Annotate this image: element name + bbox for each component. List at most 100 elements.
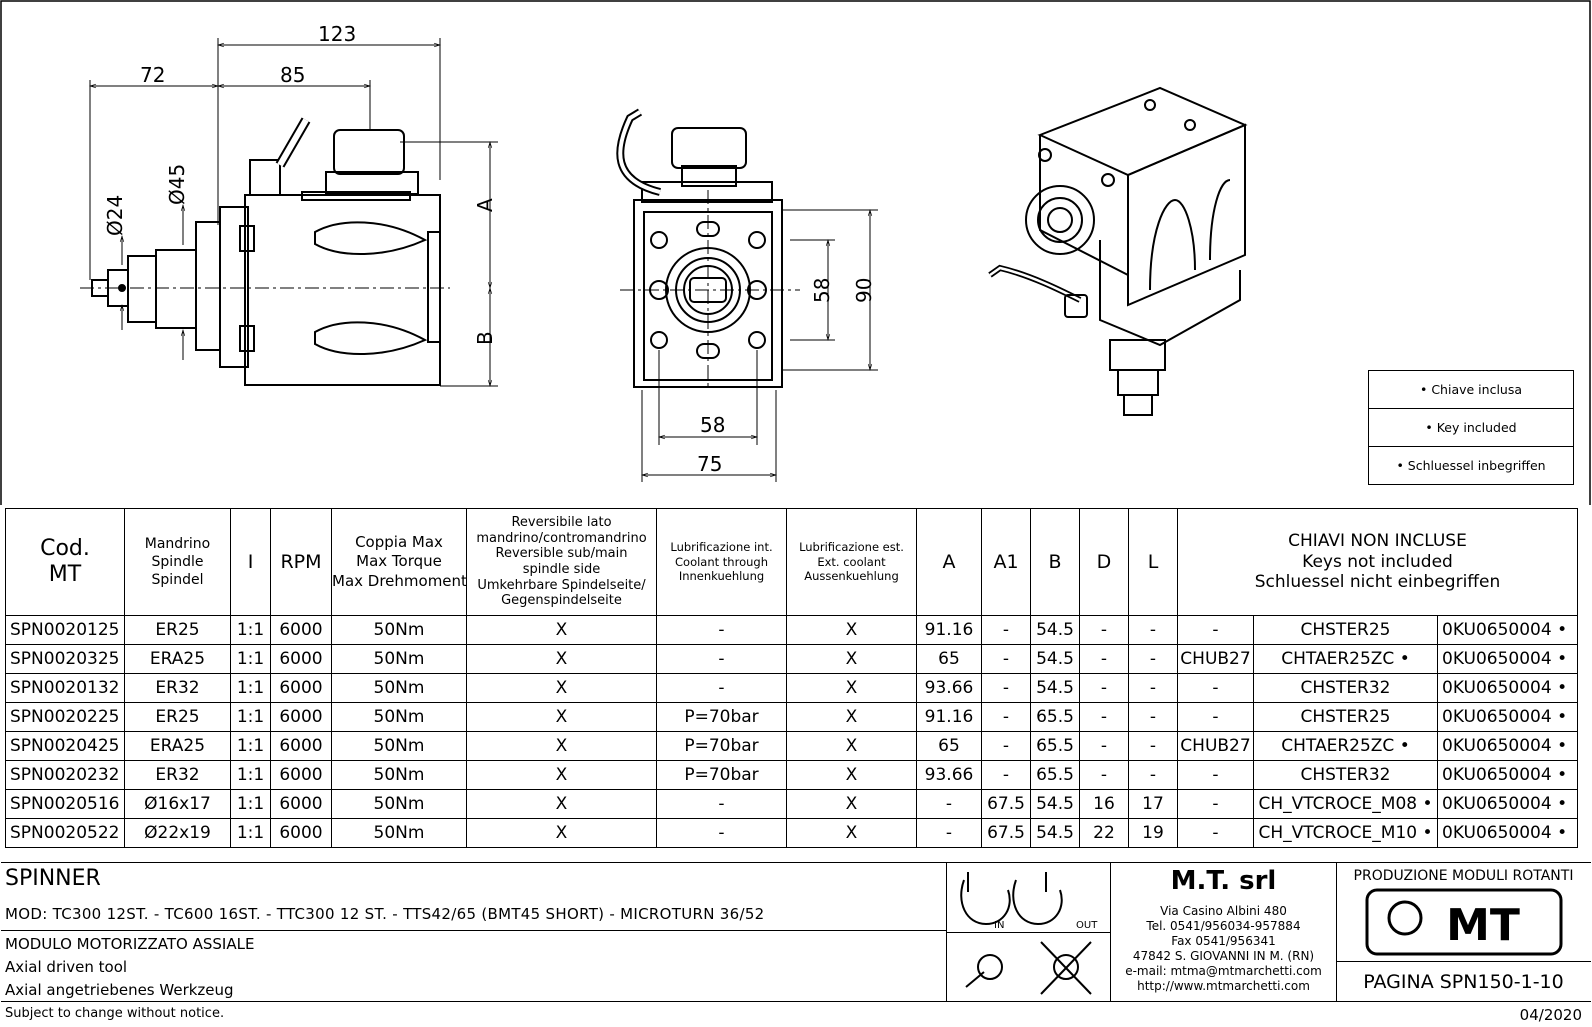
production-label: PRODUZIONE MODULI ROTANTI [1353,868,1574,884]
legend-it: • Chiave inclusa [1369,371,1573,409]
cell-a1: 67.5 [981,789,1031,819]
cell-i: 1:1 [230,702,271,732]
cell-coppia: 50Nm [331,789,467,819]
side-view [80,38,498,388]
cell-mandrino: Ø22x19 [124,818,231,848]
cell-l: - [1128,731,1178,761]
cell-a: - [916,818,982,848]
desc-en: Axial driven tool [5,958,128,976]
models-line: MOD: TC300 12ST. - TC600 16ST. - TTC300 … [5,905,765,923]
legend-de: • Schluessel inbegriffen [1396,458,1546,473]
cell-lest: X [786,731,917,761]
cell-lint: - [656,644,787,674]
dim-a: A [473,198,497,212]
cell-k2: CHSTER32 [1253,760,1438,790]
cell-rev: X [466,731,657,761]
cell-b: 65.5 [1030,731,1080,761]
col-d: D [1079,508,1129,616]
cell-cod: SPN0020125 [5,615,125,645]
cell-lint: - [656,615,787,645]
dim-85: 85 [280,63,305,87]
cell-k2: CH_VTCROCE_M08 • [1253,789,1438,819]
cell-lest: X [786,615,917,645]
cell-b: 65.5 [1030,760,1080,790]
cell-rev: X [466,673,657,703]
cell-lint: P=70bar [656,731,787,761]
cell-d: 16 [1079,789,1129,819]
cell-l: - [1128,673,1178,703]
cell-i: 1:1 [230,789,271,819]
cell-k1: CHUB27 [1177,731,1254,761]
cell-rev: X [466,615,657,645]
cell-i: 1:1 [230,673,271,703]
cell-i: 1:1 [230,644,271,674]
cell-l: - [1128,702,1178,732]
cell-lint: - [656,789,787,819]
rotation-out-icon [1012,879,1063,926]
col-i: I [230,508,271,616]
col-l: L [1128,508,1178,616]
cell-d: - [1079,702,1129,732]
col-a: A [916,508,982,616]
cell-cod: SPN0020425 [5,731,125,761]
cell-mandrino: ERA25 [124,644,231,674]
cell-rpm: 6000 [270,731,332,761]
cell-a: 93.66 [916,673,982,703]
cell-cod: SPN0020516 [5,789,125,819]
dim-75: 75 [697,452,722,476]
col-b: B [1030,508,1080,616]
cell-a1: - [981,644,1031,674]
cell-cod: SPN0020225 [5,702,125,732]
cell-k1: - [1177,702,1254,732]
cell-d: - [1079,615,1129,645]
company-address: Via Casino Albini 480 Tel. 0541/956034-9… [1125,904,1322,993]
svg-text:MT: MT [1446,900,1520,951]
cell-rev: X [466,644,657,674]
cell-cod: SPN0020522 [5,818,125,848]
cell-rpm: 6000 [270,644,332,674]
cell-k2: CHSTER25 [1253,615,1438,645]
cell-k1: - [1177,789,1254,819]
cell-k2: CHTAER25ZC • [1253,731,1438,761]
cell-k3: 0KU0650004 • [1437,644,1578,674]
cell-b: 65.5 [1030,702,1080,732]
cell-cod: SPN0020325 [5,644,125,674]
cell-rev: X [466,760,657,790]
svg-text:OUT: OUT [1076,920,1098,931]
dim-d45: Ø45 [165,164,189,205]
cell-a: 65 [916,644,982,674]
cell-lest: X [786,644,917,674]
cell-k3: 0KU0650004 • [1437,789,1578,819]
cell-i: 1:1 [230,818,271,848]
cell-mandrino: ER25 [124,615,231,645]
rotation-in-icon [960,879,1011,926]
cell-lest: X [786,818,917,848]
product-name: SPINNER [5,866,101,891]
cell-mandrino: Ø16x17 [124,789,231,819]
cell-l: 17 [1128,789,1178,819]
cell-b: 54.5 [1030,644,1080,674]
cell-d: - [1079,673,1129,703]
cell-d: - [1079,644,1129,674]
legend-en: • Key included [1369,409,1573,447]
side-view-labels: 123 72 85 Ø45 Ø24 A B [103,22,497,345]
cell-coppia: 50Nm [331,702,467,732]
key-legend: • Chiave inclusa • Key included • Schlue… [1368,370,1574,485]
cell-mandrino: ER32 [124,673,231,703]
cell-i: 1:1 [230,615,271,645]
cell-coppia: 50Nm [331,731,467,761]
cell-k3: 0KU0650004 • [1437,673,1578,703]
cell-a1: - [981,702,1031,732]
cell-coppia: 50Nm [331,818,467,848]
